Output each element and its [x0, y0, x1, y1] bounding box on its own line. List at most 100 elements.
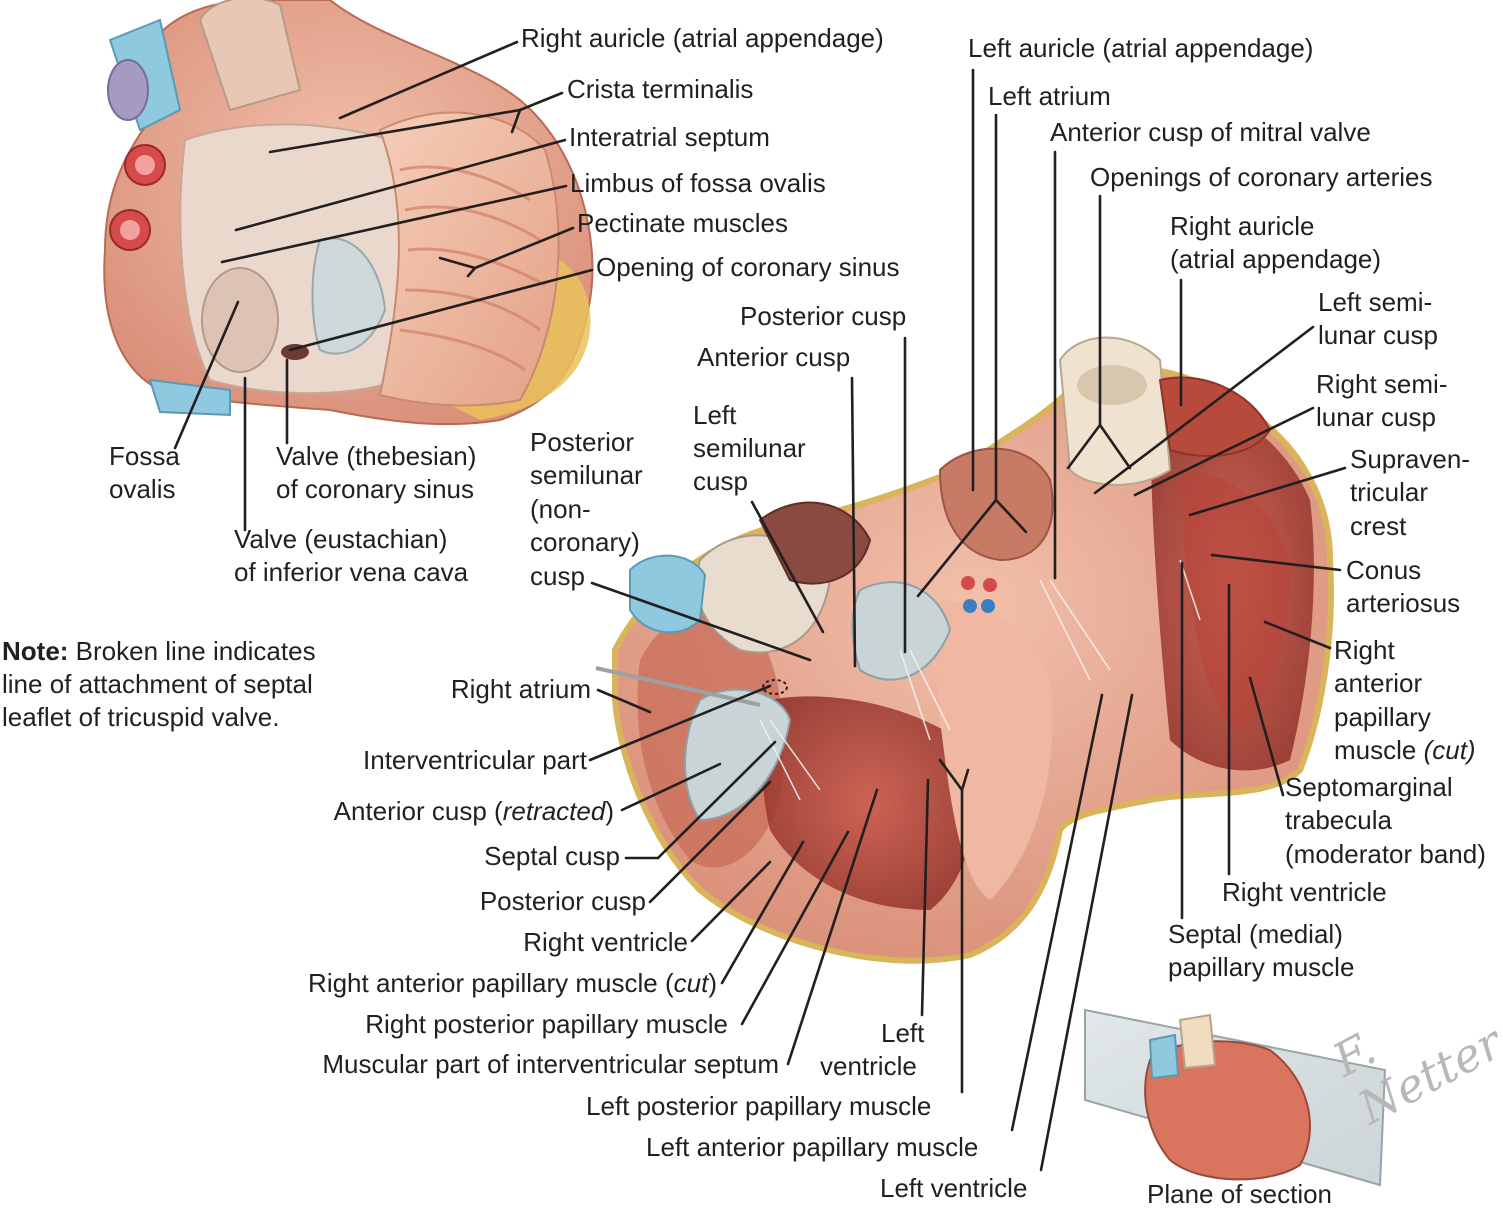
label-left-semilunar-right-line1: Left semi- — [1318, 287, 1433, 317]
label-supraventricular-line3: crest — [1350, 511, 1407, 541]
label-septomarginal-line1: Septomarginal — [1285, 772, 1453, 802]
label-supraventricular-line1: Supraven- — [1350, 444, 1470, 474]
label-right-anterior-pm-line4: muscle (cut) — [1334, 734, 1476, 767]
coronary-artery-a — [961, 576, 975, 590]
label-eustachian-line2: of inferior vena cava — [234, 557, 469, 587]
note-text: Note: Broken line indicates line of atta… — [2, 635, 352, 734]
label-eustachian-line1: Valve (eustachian) — [234, 524, 448, 554]
aorta-upper — [198, 0, 302, 112]
label-left-ventricle-bottom: Left ventricle — [880, 1173, 1028, 1203]
label-left-ventricle-mid-line1: Left — [881, 1018, 925, 1048]
label-interatrial-septum: Interatrial septum — [569, 122, 770, 152]
label-right-anterior-pm-cut: Right anterior papillary muscle (cut) — [308, 967, 717, 1000]
label-rapm-cut: (cut) — [1423, 735, 1476, 765]
septum-dark-muscle — [762, 696, 975, 910]
label-plane-of-section: Plane of section — [1147, 1179, 1333, 1209]
inset-svc — [1148, 1033, 1180, 1080]
label-right-ventricle-left: Right ventricle — [523, 927, 688, 957]
label-right-anterior-pm-line2: anterior — [1334, 668, 1423, 698]
label-left-posterior-pm: Left posterior papillary muscle — [586, 1091, 932, 1121]
label-right-ventricle-right: Right ventricle — [1222, 877, 1387, 907]
label-crista-terminalis: Crista terminalis — [567, 74, 754, 104]
label-acr-a: Anterior cusp ( — [333, 796, 503, 826]
label-right-atrium: Right atrium — [450, 674, 591, 704]
pectinate-ridges — [399, 165, 546, 372]
label-supraventricular-line2: tricular — [1350, 477, 1429, 507]
label-anterior-cusp-mitral-lower: Anterior cusp — [697, 342, 851, 372]
label-pectinate-muscles: Pectinate muscles — [577, 208, 788, 238]
label-muscular-septum: Muscular part of interventricular septum — [322, 1049, 779, 1079]
label-left-semilunar-right-line2: lunar cusp — [1318, 320, 1438, 350]
probe-wire — [595, 666, 761, 707]
fossa-ovalis-shape — [201, 267, 279, 373]
label-left-atrium: Left atrium — [988, 81, 1111, 111]
label-rapmc-a: Right anterior papillary muscle ( — [308, 968, 674, 998]
leader-lines — [173, 40, 1347, 1172]
pulmonary-vein-1 — [107, 59, 149, 121]
pulmonary-artery-1-lumen — [135, 155, 155, 175]
label-septal-pm-line2: papillary muscle — [1168, 952, 1355, 982]
label-anterior-cusp-retracted: Anterior cusp (retracted) — [334, 795, 614, 828]
pulmonary-valve-lumen — [1077, 365, 1147, 405]
label-interventricular-part: Interventricular part — [363, 745, 587, 775]
label-acr-b: retracted — [502, 796, 606, 826]
pulmonary-artery-2-lumen — [120, 220, 140, 240]
label-right-posterior-pm: Right posterior papillary muscle — [365, 1009, 728, 1039]
inset-heart — [1144, 1040, 1311, 1181]
ivc-upper — [148, 378, 231, 417]
valve-tissue — [311, 237, 387, 355]
label-septal-cusp: Septal cusp — [484, 841, 620, 871]
note-bold: Note: — [2, 636, 69, 666]
label-anterior-cusp-mitral: Anterior cusp of mitral valve — [1050, 117, 1371, 147]
label-thebesian-line1: Valve (thebesian) — [276, 441, 477, 471]
label-rapmc-b: cut — [673, 968, 709, 998]
label-rapm-muscle: muscle — [1334, 735, 1417, 765]
aortic-cusp-posterior — [758, 501, 872, 585]
right-ventricle-inner — [1180, 470, 1290, 730]
label-opening-coronary-sinus: Opening of coronary sinus — [596, 252, 900, 282]
coronary-vein-b — [981, 599, 995, 613]
label-openings-coronary-arteries: Openings of coronary arteries — [1090, 162, 1433, 192]
label-posterior-semilunar-line3: (non- — [530, 494, 591, 524]
label-posterior-semilunar-line5: cusp — [530, 561, 585, 591]
label-posterior-semilunar-line4: coronary) — [530, 527, 640, 557]
upper-heart-figure — [103, 0, 594, 426]
label-septomarginal-line3: (moderator band) — [1285, 839, 1486, 869]
left-ventricle-wall — [930, 600, 1053, 900]
label-posterior-cusp-tricuspid: Posterior cusp — [479, 886, 646, 916]
pectinate-muscles-wall — [378, 111, 560, 407]
label-left-semilunar-line1: Left — [693, 400, 737, 430]
label-fossa-ovalis-line1: Fossa — [109, 441, 180, 471]
note-body: Broken line indicates line of attachment… — [2, 636, 316, 732]
label-thebesian-line2: of coronary sinus — [276, 474, 474, 504]
label-posterior-semilunar-line1: Posterior — [530, 427, 635, 457]
label-right-anterior-pm-line3: papillary — [1334, 702, 1431, 732]
chordae-tendineae — [759, 559, 1201, 801]
label-posterior-cusp-mitral: Posterior cusp — [740, 301, 907, 331]
pulmonary-valve-top — [1058, 336, 1172, 486]
mitral-valve-leaflet — [851, 581, 952, 681]
label-limbus-fossa-ovalis: Limbus of fossa ovalis — [570, 168, 826, 198]
label-posterior-semilunar-line2: semilunar — [530, 460, 643, 490]
inset-aorta — [1178, 1013, 1217, 1070]
coronary-vein-a — [963, 599, 977, 613]
label-rapmc-c: ) — [708, 968, 717, 998]
plane-inset — [1084, 1008, 1387, 1187]
label-conus-line1: Conus — [1346, 555, 1422, 585]
label-right-semilunar-line1: Right semi- — [1316, 369, 1448, 399]
label-left-ventricle-mid-line2: ventricle — [820, 1051, 917, 1081]
septal-attachment-dashed — [762, 679, 788, 695]
coronary-artery-b — [983, 578, 997, 592]
label-conus-line2: arteriosus — [1346, 588, 1461, 618]
right-auricle-section — [1158, 376, 1272, 457]
label-left-semilunar-line2: semilunar — [693, 433, 806, 463]
label-right-anterior-pm-line1: Right — [1334, 635, 1395, 665]
label-left-anterior-pm: Left anterior papillary muscle — [646, 1132, 979, 1162]
label-acr-c: ) — [605, 796, 614, 826]
label-left-semilunar-line3: cusp — [693, 466, 748, 496]
label-septal-pm-line1: Septal (medial) — [1168, 919, 1343, 949]
label-right-semilunar-line2: lunar cusp — [1316, 402, 1436, 432]
label-right-auricle-line1: Right auricle — [1170, 211, 1315, 241]
